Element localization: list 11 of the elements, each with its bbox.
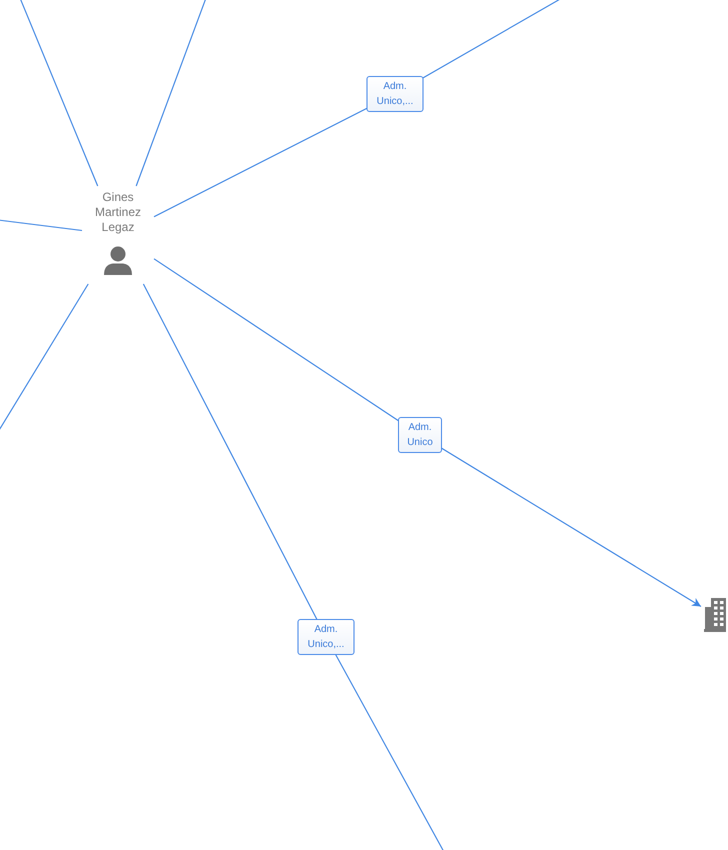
person-name: Gines Martinez Legaz — [94, 190, 142, 235]
connector-line — [0, 284, 89, 432]
arrow — [154, 258, 702, 607]
connector-line — [20, 0, 98, 186]
edge-label: Adm. Unico,... — [366, 76, 424, 112]
edge-label: Adm. Unico,... — [298, 619, 354, 655]
connector-line — [0, 219, 82, 232]
connector-line — [142, 284, 444, 850]
connector-line — [136, 0, 207, 186]
building-icon — [704, 598, 726, 632]
edge-label: Adm. Unico — [398, 417, 442, 453]
